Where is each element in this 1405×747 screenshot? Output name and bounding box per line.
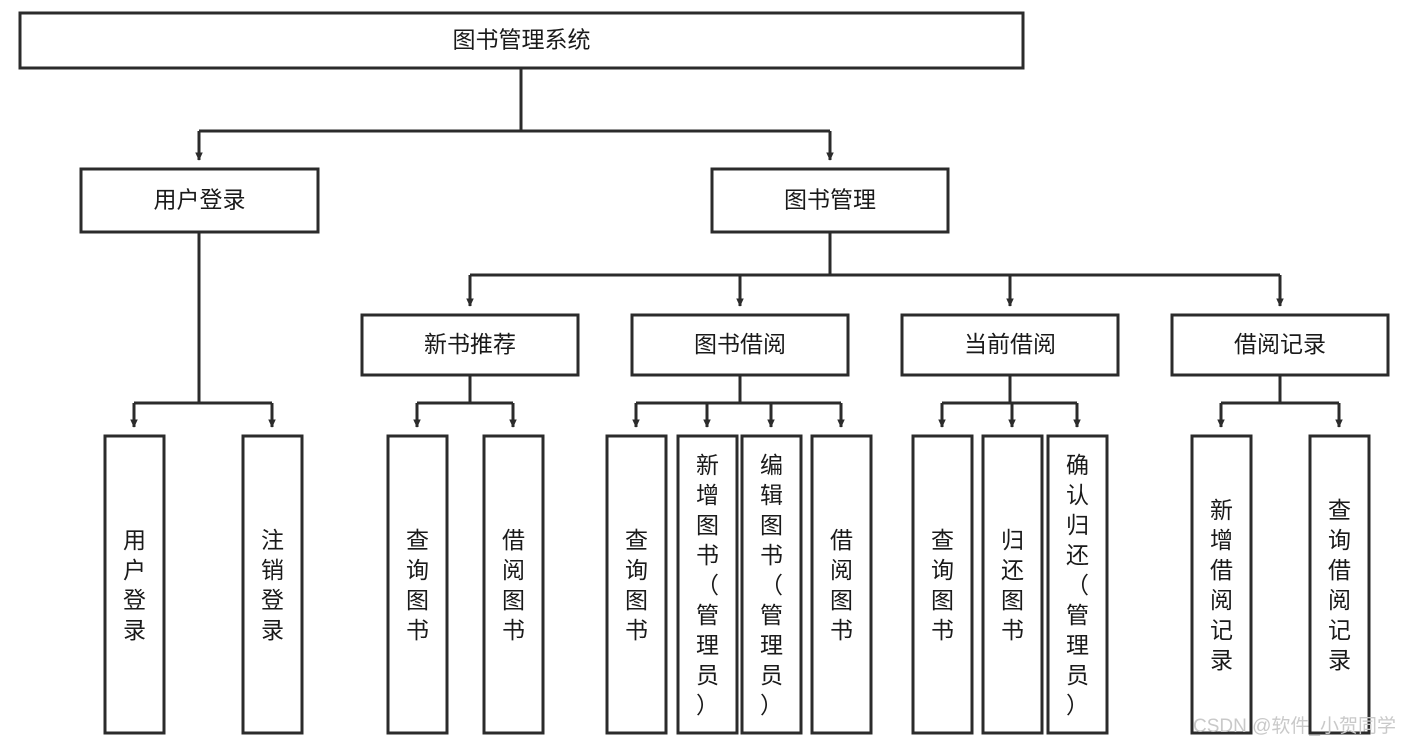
node-book-borrow[interactable]: 图书借阅	[630, 313, 850, 377]
connector-group-bookmanage-to-level3	[466, 232, 1284, 307]
node-leaf-return-book[interactable]: 归还图书	[981, 434, 1044, 735]
node-root-label: 图书管理系统	[453, 27, 591, 53]
node-leaf-add-record[interactable]: 新增借阅记录	[1190, 434, 1253, 735]
node-leaf-add-book-label: 新增图书（管理员）	[696, 452, 719, 718]
node-layer: 图书管理系统用户登录图书管理新书推荐图书借阅当前借阅借阅记录用户登录注销登录查询…	[18, 11, 1390, 735]
node-leaf-add-book[interactable]: 新增图书（管理员）	[676, 434, 739, 735]
connector-group-borrow-to-leaves	[632, 375, 845, 428]
node-leaf-query-book-3-label: 查询图书	[931, 527, 954, 643]
node-leaf-borrow-book-1-label: 借阅图书	[502, 527, 525, 643]
connector-group-userlogin-to-leaves	[130, 232, 276, 428]
csdn-watermark: CSDN @软件_小贺同学	[1193, 715, 1396, 737]
connector-group-record-to-leaves	[1217, 375, 1343, 428]
node-leaf-add-book-box[interactable]	[676, 434, 739, 735]
node-new-book-recommend-box[interactable]	[360, 313, 580, 377]
node-current-borrow-box[interactable]	[900, 313, 1120, 377]
node-leaf-user-login[interactable]: 用户登录	[103, 434, 166, 735]
node-book-borrow-label: 图书借阅	[694, 331, 786, 357]
node-new-book-recommend-label: 新书推荐	[424, 331, 516, 357]
node-leaf-query-book-1-label: 查询图书	[406, 527, 429, 643]
node-leaf-user-login-label: 用户登录	[123, 527, 146, 643]
node-current-borrow-label: 当前借阅	[964, 331, 1056, 357]
node-leaf-add-record-box[interactable]	[1190, 434, 1253, 735]
node-leaf-borrow-book-2-box[interactable]	[810, 434, 873, 735]
node-leaf-query-record[interactable]: 查询借阅记录	[1308, 434, 1371, 735]
node-leaf-confirm-return-box[interactable]	[1046, 434, 1109, 735]
node-new-book-recommend[interactable]: 新书推荐	[360, 313, 580, 377]
connector-group-recommend-to-leaves	[413, 375, 517, 428]
node-root[interactable]: 图书管理系统	[18, 11, 1025, 70]
node-leaf-query-book-3[interactable]: 查询图书	[911, 434, 974, 735]
node-leaf-user-login-box[interactable]	[103, 434, 166, 735]
node-leaf-edit-book-box[interactable]	[740, 434, 803, 735]
node-book-manage-box[interactable]	[710, 167, 950, 234]
node-leaf-edit-book[interactable]: 编辑图书（管理员）	[740, 434, 803, 735]
node-leaf-query-book-1-box[interactable]	[386, 434, 449, 735]
node-leaf-return-book-label: 归还图书	[1001, 527, 1024, 643]
node-leaf-logout-label: 注销登录	[261, 527, 284, 643]
node-user-login-label: 用户登录	[154, 187, 246, 213]
node-leaf-borrow-book-1-box[interactable]	[482, 434, 545, 735]
node-borrow-record-label: 借阅记录	[1234, 331, 1326, 357]
connector-group-root-to-level2	[195, 68, 834, 161]
node-current-borrow[interactable]: 当前借阅	[900, 313, 1120, 377]
node-borrow-record[interactable]: 借阅记录	[1170, 313, 1390, 377]
node-leaf-logout[interactable]: 注销登录	[241, 434, 304, 735]
connector-layer	[130, 68, 1343, 428]
node-leaf-borrow-book-2-label: 借阅图书	[830, 527, 853, 643]
node-book-manage[interactable]: 图书管理	[710, 167, 950, 234]
node-root-box[interactable]	[18, 11, 1025, 70]
node-leaf-query-book-1[interactable]: 查询图书	[386, 434, 449, 735]
node-leaf-borrow-book-1[interactable]: 借阅图书	[482, 434, 545, 735]
node-borrow-record-box[interactable]	[1170, 313, 1390, 377]
node-leaf-query-book-3-box[interactable]	[911, 434, 974, 735]
node-leaf-query-record-box[interactable]	[1308, 434, 1371, 735]
node-leaf-query-book-2-label: 查询图书	[625, 527, 648, 643]
node-leaf-confirm-return[interactable]: 确认归还（管理员）	[1046, 434, 1109, 735]
node-leaf-query-record-label: 查询借阅记录	[1328, 497, 1351, 673]
node-leaf-add-record-label: 新增借阅记录	[1210, 497, 1233, 673]
node-leaf-logout-box[interactable]	[241, 434, 304, 735]
node-book-borrow-box[interactable]	[630, 313, 850, 377]
node-leaf-return-book-box[interactable]	[981, 434, 1044, 735]
node-user-login[interactable]: 用户登录	[79, 167, 320, 234]
node-leaf-query-book-2[interactable]: 查询图书	[605, 434, 668, 735]
node-book-manage-label: 图书管理	[784, 187, 876, 213]
node-leaf-confirm-return-label: 确认归还（管理员）	[1066, 452, 1089, 718]
node-leaf-edit-book-label: 编辑图书（管理员）	[760, 452, 783, 718]
node-leaf-borrow-book-2[interactable]: 借阅图书	[810, 434, 873, 735]
node-leaf-query-book-2-box[interactable]	[605, 434, 668, 735]
connector-group-current-to-leaves	[938, 375, 1081, 428]
node-user-login-box[interactable]	[79, 167, 320, 234]
